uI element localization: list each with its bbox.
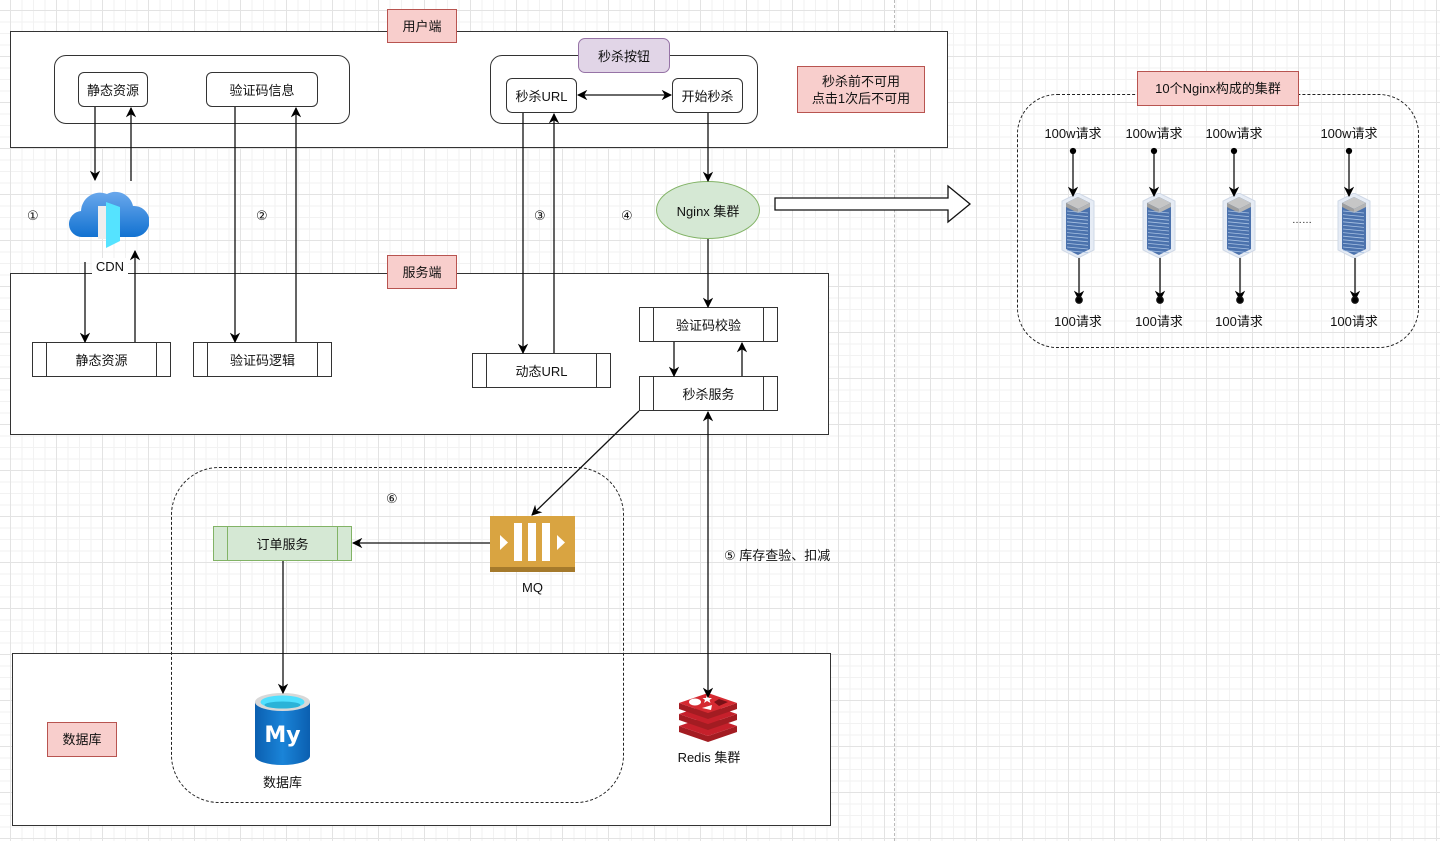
seckill-url-box[interactable]: 秒杀URL — [506, 78, 577, 113]
client-captcha-info-label: 验证码信息 — [229, 83, 295, 98]
order-service-label: 订单服务 — [256, 537, 309, 552]
step-2: ② — [256, 208, 268, 223]
big-arrow-to-cluster — [774, 184, 972, 224]
nginx-cluster-title-tag: 10个Nginx构成的集群 — [1137, 71, 1299, 106]
mysql-label: 数据库 — [240, 772, 325, 790]
nginx-node-input-label: 100w请求 — [1044, 125, 1102, 141]
nginx-label: Nginx 集群 — [676, 203, 740, 219]
server-static-resource[interactable]: 静态资源 — [32, 342, 171, 377]
step-4: ④ — [621, 208, 633, 223]
redis-label-text: Redis 集群 — [677, 749, 741, 765]
server-rack-icon[interactable] — [1061, 192, 1095, 259]
start-seckill-label: 开始秒杀 — [681, 89, 734, 104]
step-6: ⑥ — [386, 491, 398, 506]
nginx-node-output-label: 100请求 — [1054, 313, 1102, 329]
dynamic-url-label: 动态URL — [515, 364, 568, 379]
mq-icon[interactable] — [490, 516, 575, 572]
server-static-resource-label: 静态资源 — [75, 353, 128, 368]
captcha-check-service[interactable]: 验证码校验 — [639, 307, 778, 342]
page-divider — [894, 0, 895, 841]
nginx-node-output-label: 100请求 — [1215, 313, 1263, 329]
async-order-group — [171, 467, 624, 803]
step-3: ③ — [534, 208, 546, 223]
nginx-cluster-ellipsis: …… — [1292, 215, 1312, 226]
captcha-check-label: 验证码校验 — [675, 318, 741, 333]
nginx-node-output-label: 100请求 — [1330, 313, 1378, 329]
database-title-tag: 数据库 — [47, 722, 117, 757]
server-captcha-logic-label: 验证码逻辑 — [229, 353, 295, 368]
start-seckill-button[interactable]: 开始秒杀 — [672, 78, 743, 113]
client-title: 用户端 — [402, 18, 442, 34]
step-5: ⑤ 库存查验、扣减 — [724, 548, 831, 563]
mysql-label-text: 数据库 — [262, 774, 302, 790]
cdn-label: CDN — [92, 258, 128, 274]
mq-label: MQ — [490, 578, 575, 596]
client-title-tag: 用户端 — [387, 9, 457, 43]
nginx-node-input-label: 100w请求 — [1320, 125, 1378, 141]
nginx-node-input-label: 100w请求 — [1125, 125, 1183, 141]
seckill-note-text: 秒杀前不可用 点击1次后不可用 — [811, 73, 911, 106]
redis-label: Redis 集群 — [660, 747, 758, 765]
nginx-node-output-label: 100请求 — [1135, 313, 1183, 329]
seckill-url-label: 秒杀URL — [515, 89, 568, 104]
svg-text:My: My — [264, 723, 300, 748]
server-title-tag: 服务端 — [387, 255, 457, 289]
client-static-resource-label: 静态资源 — [86, 83, 139, 98]
cdn-label-text: CDN — [95, 258, 125, 274]
database-title: 数据库 — [62, 732, 102, 747]
seckill-service-label: 秒杀服务 — [682, 387, 735, 402]
dynamic-url-service[interactable]: 动态URL — [472, 353, 611, 388]
nginx-cluster-node[interactable]: Nginx 集群 — [656, 181, 760, 239]
client-captcha-info[interactable]: 验证码信息 — [206, 72, 318, 107]
seckill-note: 秒杀前不可用 点击1次后不可用 — [797, 66, 925, 113]
nginx-node-input-label: 100w请求 — [1205, 125, 1263, 141]
client-static-resource[interactable]: 静态资源 — [78, 72, 148, 107]
server-rack-icon[interactable] — [1142, 192, 1176, 259]
seckill-service[interactable]: 秒杀服务 — [639, 376, 778, 411]
server-rack-icon[interactable] — [1222, 192, 1256, 259]
server-rack-icon[interactable] — [1337, 192, 1371, 259]
nginx-cluster-title: 10个Nginx构成的集群 — [1155, 81, 1281, 96]
mysql-icon[interactable]: My — [254, 692, 311, 766]
server-title: 服务端 — [402, 264, 442, 280]
seckill-button-tag: 秒杀按钮 — [578, 38, 670, 73]
redis-icon[interactable] — [678, 692, 738, 742]
database-panel[interactable] — [12, 653, 831, 826]
step-1: ① — [27, 208, 39, 223]
cdn-icon[interactable] — [68, 180, 150, 250]
mq-label-text: MQ — [522, 579, 543, 595]
seckill-button-label: 秒杀按钮 — [597, 49, 650, 64]
order-service[interactable]: 订单服务 — [213, 526, 352, 561]
server-captcha-logic[interactable]: 验证码逻辑 — [193, 342, 332, 377]
